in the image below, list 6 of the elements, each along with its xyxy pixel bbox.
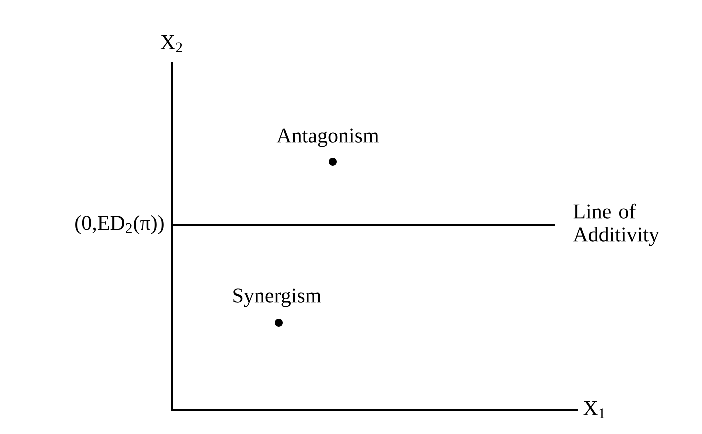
axis-label: X$_{1}$ bbox=[584, 402, 605, 418]
region-label: Antagonism bbox=[276, 128, 380, 148]
axis-value-label: (0,ED$_{2}$(π)) bbox=[76, 215, 164, 234]
axis-label: X$_{2}$ bbox=[160, 36, 182, 52]
region-label: Synergism bbox=[234, 288, 322, 308]
line-label: Line of Additivity bbox=[573, 204, 660, 246]
